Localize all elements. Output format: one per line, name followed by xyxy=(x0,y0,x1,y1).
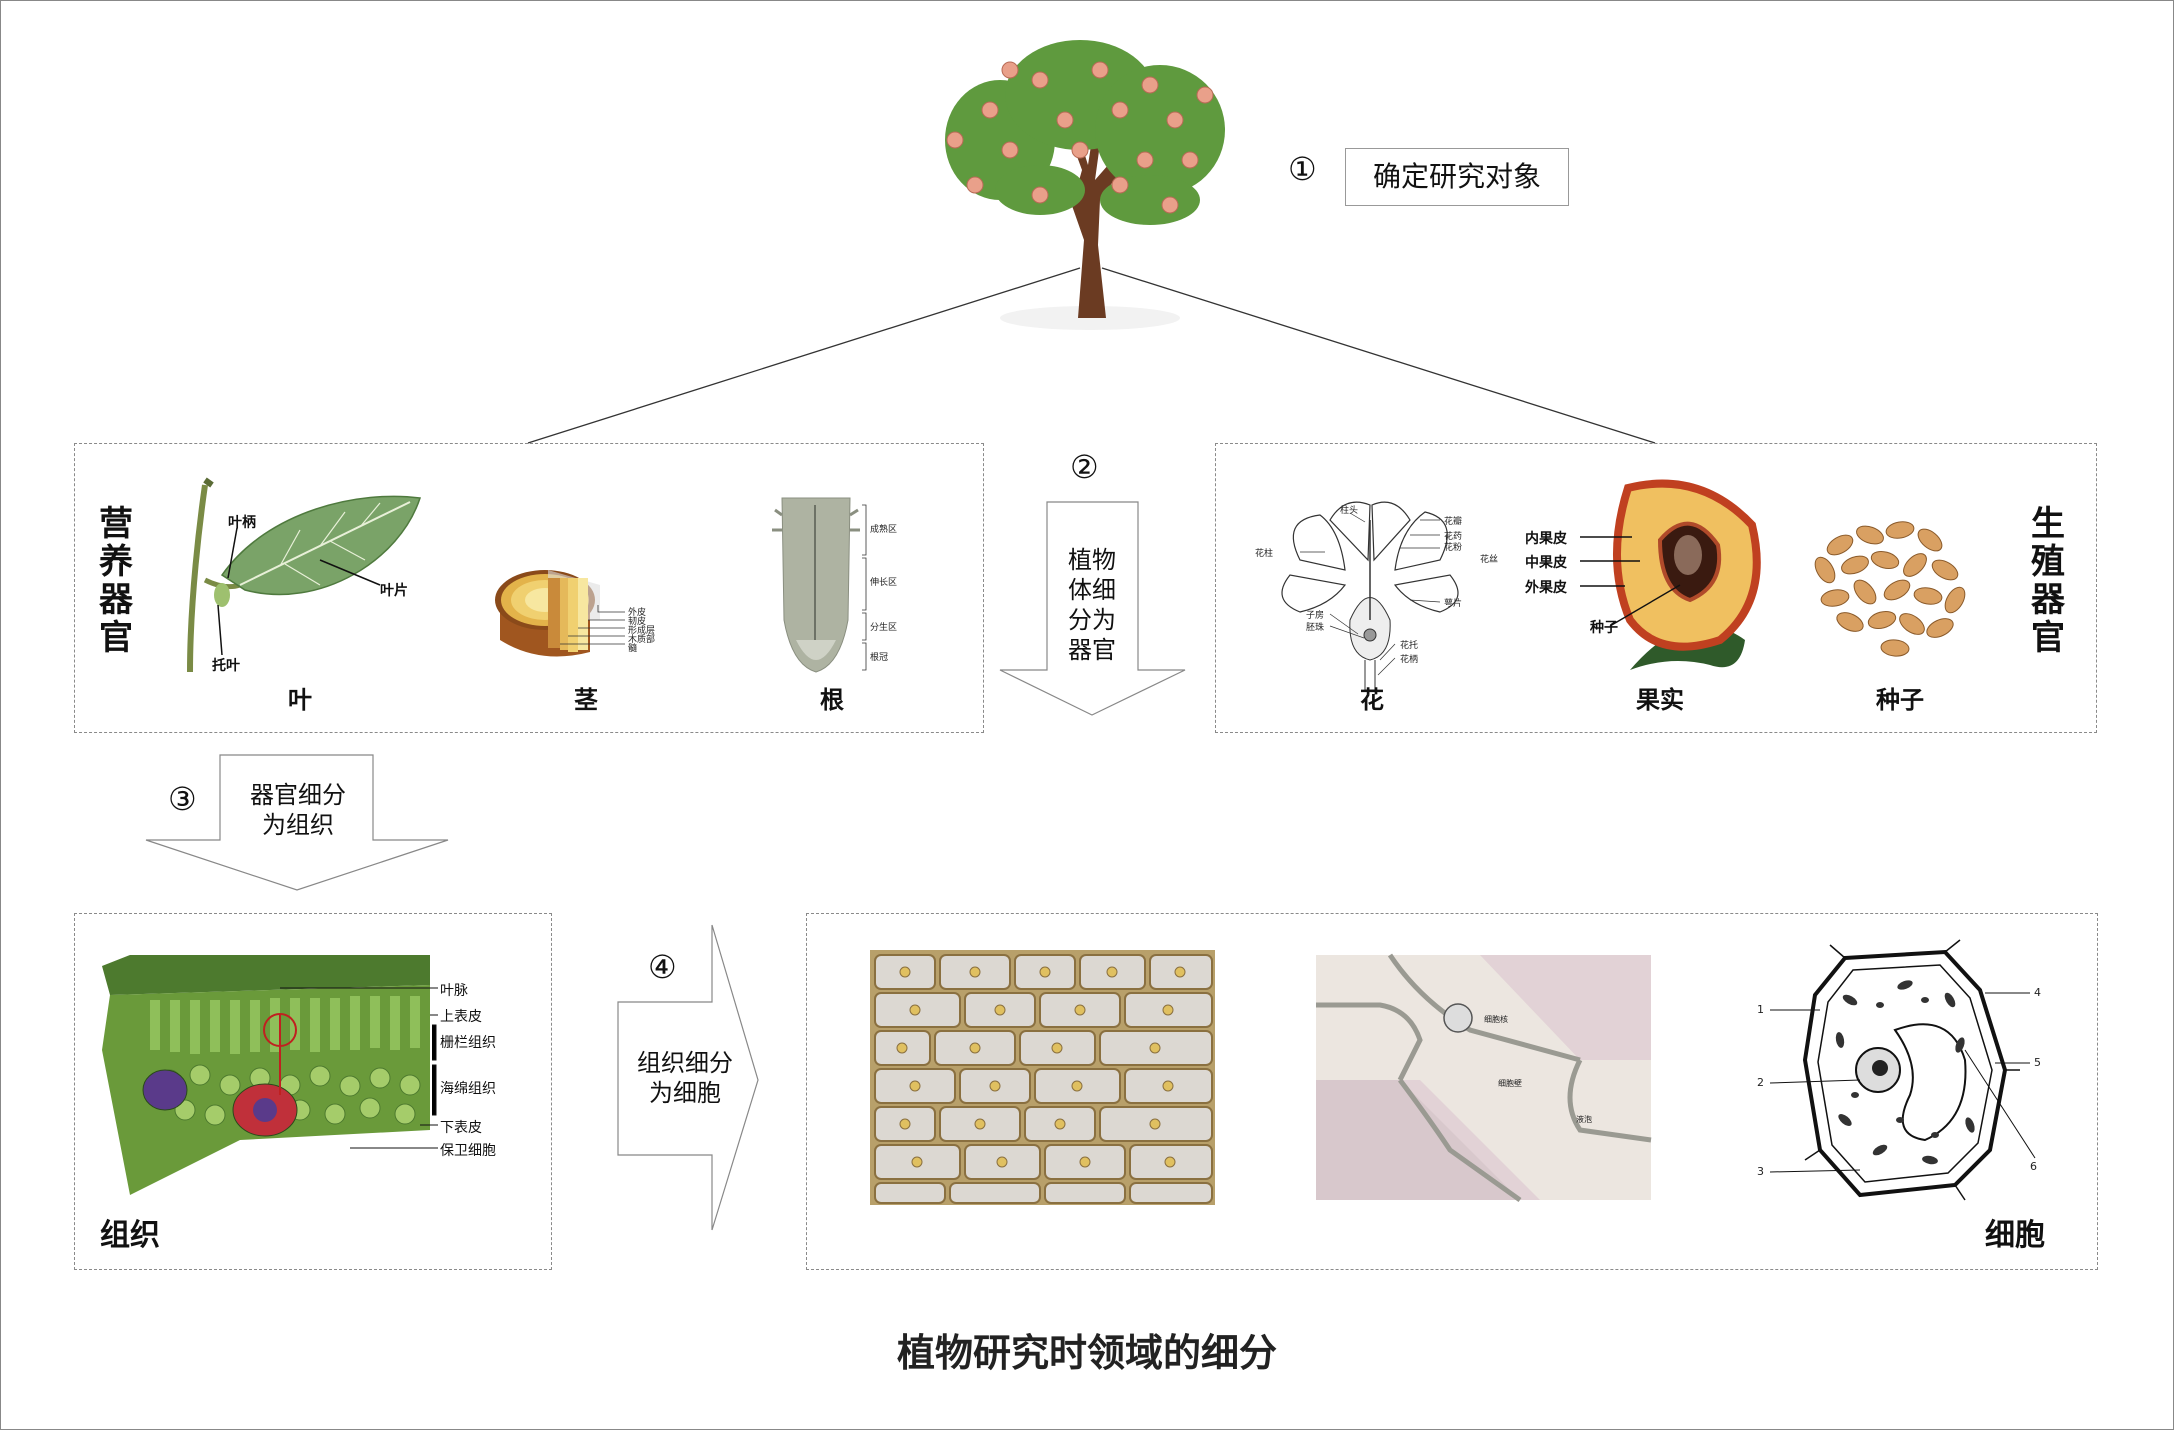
vegetative-organs-box xyxy=(74,443,984,733)
step3-text: 器官细分为组织 xyxy=(250,781,346,839)
reproductive-organs-title: 生殖 器官 xyxy=(2031,504,2065,658)
tissue-label-vein: 叶脉 xyxy=(440,983,468,999)
flower-label-stigma: 柱头 xyxy=(1340,506,1359,516)
cell-diagram-label-5: 5 xyxy=(2034,1056,2041,1069)
stem-name: 茎 xyxy=(574,686,598,714)
flower-name: 花 xyxy=(1360,686,1384,714)
fruit-label-seed: 种子 xyxy=(1590,620,1618,636)
step1-box: 确定研究对象 xyxy=(1345,148,1569,206)
step1-number: ① xyxy=(1288,150,1317,188)
flower-label-ovule: 胚珠 xyxy=(1306,623,1325,633)
root-label-maturation: 成熟区 xyxy=(870,525,898,535)
root-label-meristem: 分生区 xyxy=(870,623,898,633)
seed-name: 种子 xyxy=(1876,686,1924,714)
tissue-label-guard-cell: 保卫细胞 xyxy=(440,1143,496,1159)
flower-label-sepal: 萼片 xyxy=(1444,599,1463,609)
fruit-label-endocarp: 内果皮 xyxy=(1525,531,1567,547)
leaf-name: 叶 xyxy=(288,686,312,714)
step3-number: ③ xyxy=(168,780,197,818)
tissue-label-lower-epidermis: 下表皮 xyxy=(440,1120,482,1136)
step4-number: ④ xyxy=(648,948,677,986)
stem-label-xylem: 木质部 xyxy=(628,635,656,645)
cell-box xyxy=(806,913,2098,1270)
cell-diagram-label-2: 2 xyxy=(1757,1076,1764,1089)
figure-caption: 植物研究时领域的细分 xyxy=(896,1331,1277,1375)
fruit-label-exocarp: 外果皮 xyxy=(1525,580,1567,596)
cell-diagram-label-3: 3 xyxy=(1757,1165,1764,1178)
flower-label-pollen: 花粉 xyxy=(1444,543,1463,553)
step2-text: 植物体细 分为器官 xyxy=(1068,546,1116,664)
cell-name: 细胞 xyxy=(1985,1218,2045,1253)
tissue-box xyxy=(74,913,552,1270)
tissue-name: 组织 xyxy=(100,1218,160,1253)
flower-label-receptacle: 花托 xyxy=(1400,641,1419,651)
flower-label-style: 花柱 xyxy=(1255,549,1274,559)
tissue-label-palisade: 栅栏组织 xyxy=(440,1035,496,1051)
root-label-elongation: 伸长区 xyxy=(870,578,898,588)
leaf-label-stipule: 托叶 xyxy=(212,658,240,674)
root-name: 根 xyxy=(820,686,844,714)
step4-text: 组织细分为细胞 xyxy=(637,1049,733,1107)
fruit-name: 果实 xyxy=(1636,686,1684,714)
tissue-label-spongy: 海绵组织 xyxy=(440,1081,496,1097)
tissue-label-upper-epidermis: 上表皮 xyxy=(440,1009,482,1025)
root-label-rootcap: 根冠 xyxy=(870,653,889,663)
reproductive-organs-box xyxy=(1215,443,2097,733)
micrograph-label-nucleus: 细胞核 xyxy=(1484,1015,1508,1024)
flower-label-pedicel: 花柄 xyxy=(1400,655,1419,665)
micrograph-label-vacuole: 液泡 xyxy=(1576,1115,1592,1124)
flower-label-filament: 花丝 xyxy=(1480,555,1499,565)
stem-label-bark: 外皮 xyxy=(628,608,647,618)
stem-label-phloem: 韧皮 xyxy=(628,617,647,627)
fruit-label-mesocarp: 中果皮 xyxy=(1525,555,1567,571)
cell-diagram-label-6: 6 xyxy=(2030,1160,2037,1173)
flower-label-ovary: 子房 xyxy=(1306,611,1325,621)
micrograph-label-wall: 细胞壁 xyxy=(1498,1079,1522,1088)
cell-diagram-label-1: 1 xyxy=(1757,1003,1764,1016)
stem-label-cambium: 形成层 xyxy=(628,626,656,636)
vegetative-organs-title: 营养 器官 xyxy=(99,504,133,658)
stem-label-pith: 髓 xyxy=(628,644,638,654)
flower-label-petal: 花瓣 xyxy=(1444,517,1463,527)
flower-label-anther: 花药 xyxy=(1444,532,1463,542)
leaf-label-petiole: 叶柄 xyxy=(228,515,256,531)
step2-number: ② xyxy=(1070,448,1099,486)
leaf-label-blade: 叶片 xyxy=(380,583,408,599)
cell-diagram-label-4: 4 xyxy=(2034,986,2041,999)
